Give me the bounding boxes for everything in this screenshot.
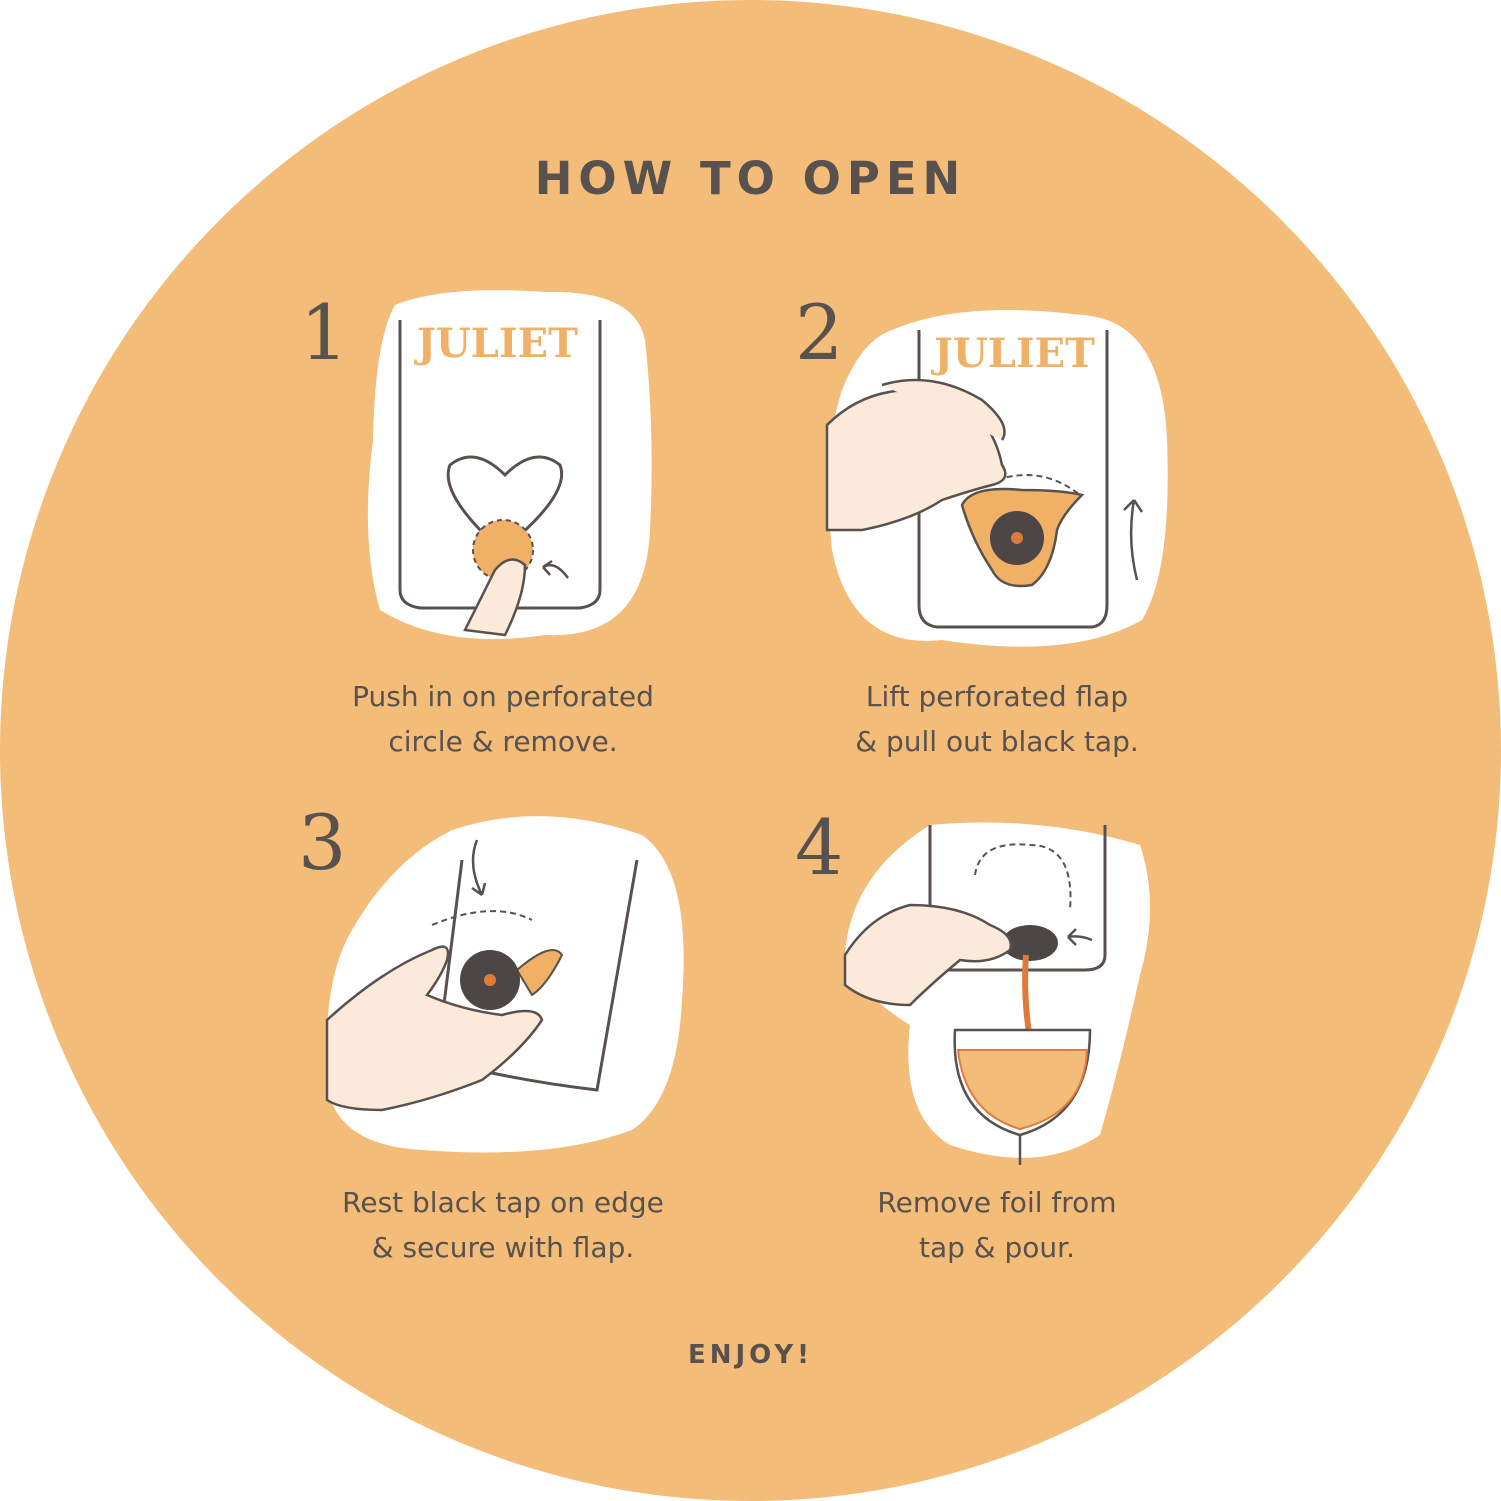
enjoy-footer: ENJOY! [687, 1340, 814, 1370]
step-3-illustration [322, 800, 692, 1160]
step-3-caption-line-2: & secure with flap. [371, 1231, 635, 1264]
step-4-number: 4 [795, 803, 844, 892]
step-1-caption-line-2: circle & remove. [388, 725, 618, 758]
step-3-caption: Rest black tap on edge & secure with fla… [293, 1180, 713, 1270]
juliet-logo: JULIET [931, 330, 1095, 377]
step-2-illustration: JULIET [822, 290, 1172, 660]
step-4-caption: Remove foil from tap & pour. [787, 1180, 1207, 1270]
step-3-caption-line-1: Rest black tap on edge [342, 1186, 664, 1219]
step-1-caption-line-1: Push in on perforated [352, 680, 654, 713]
step-1-number: 1 [300, 288, 349, 377]
step-1-caption: Push in on perforated circle & remove. [293, 674, 713, 764]
step-3-number: 3 [298, 798, 347, 887]
step-2-caption-line-2: & pull out black tap. [855, 725, 1139, 758]
step-4-caption-line-2: tap & pour. [918, 1231, 1076, 1264]
page-title: HOW TO OPEN [534, 152, 967, 205]
step-2-number: 2 [795, 288, 844, 377]
step-4-illustration [840, 815, 1160, 1175]
juliet-logo: JULIET [414, 320, 578, 367]
step-2-caption-line-1: Lift perforated flap [865, 680, 1129, 713]
step-2-caption: Lift perforated flap & pull out black ta… [787, 674, 1207, 764]
step-1-illustration: JULIET [355, 280, 655, 650]
step-4-caption-line-1: Remove foil from [877, 1186, 1117, 1219]
